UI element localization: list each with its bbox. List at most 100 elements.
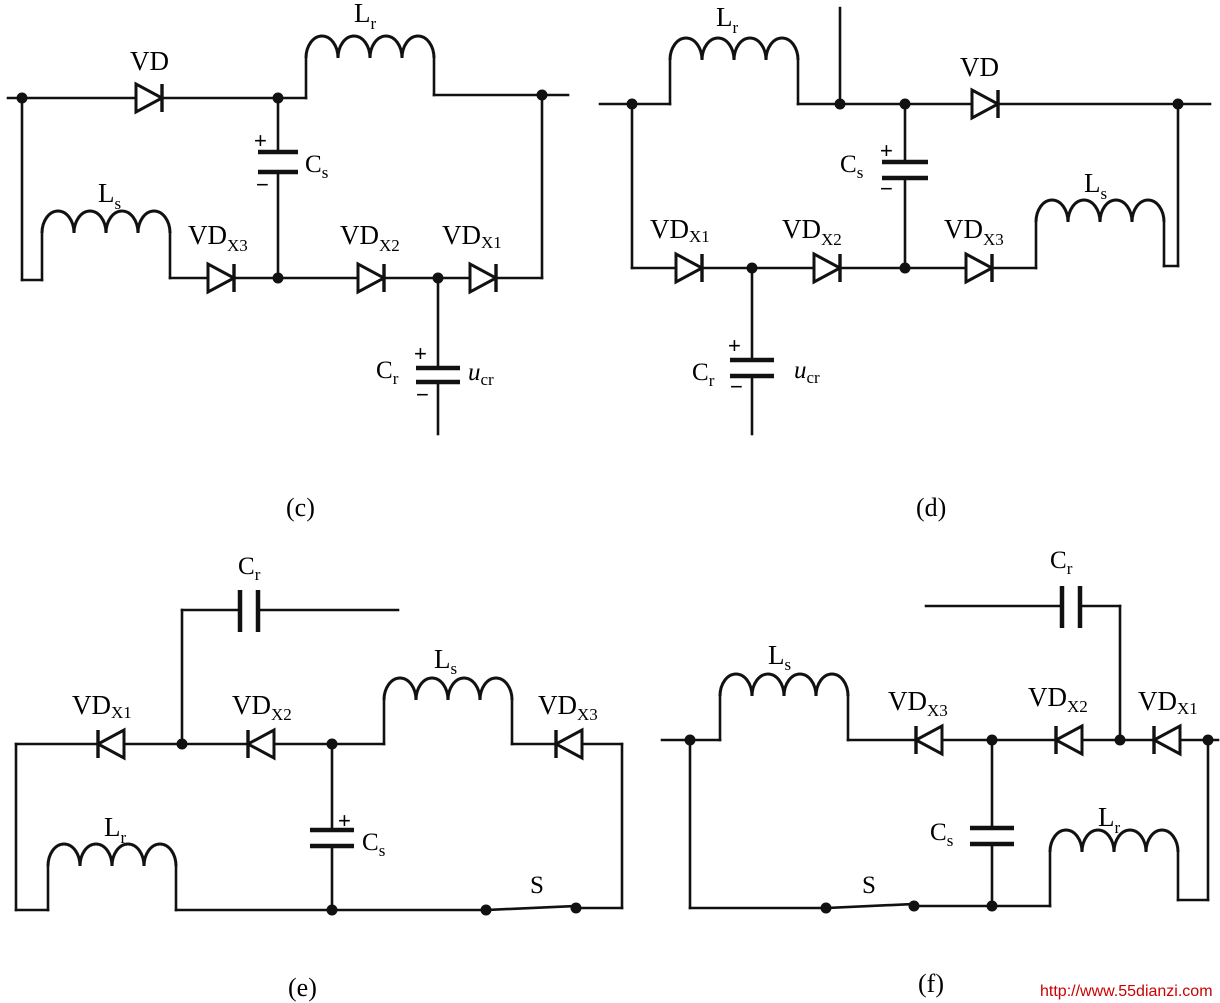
node-e-3 — [326, 904, 338, 916]
inductor-lr-c — [304, 34, 436, 59]
label-vdx1-c: VDX1 — [442, 220, 502, 252]
plus-sign-cs-c: + — [254, 128, 267, 153]
node-f-3 — [1114, 734, 1126, 746]
node-e-2 — [326, 738, 338, 750]
node-f-2 — [986, 734, 998, 746]
capacitor-cs-c — [258, 149, 298, 175]
node-d-4 — [1172, 98, 1184, 110]
minus-sign-cr-d: − — [730, 374, 743, 399]
label-cr-f: Cr — [1050, 547, 1073, 578]
node-d-2 — [834, 98, 846, 110]
label-vdx2-e: VDX2 — [232, 690, 292, 724]
node-d-1 — [626, 98, 638, 110]
node-c-3 — [536, 89, 548, 101]
label-vdx2-d: VDX2 — [782, 214, 842, 249]
inductor-lr-f — [1048, 828, 1180, 853]
label-s-f: S — [862, 872, 876, 899]
label-vdx3-e: VDX3 — [538, 690, 598, 724]
node-d-5 — [746, 262, 758, 274]
label-ls-f: Ls — [768, 640, 791, 674]
inductor-ls-f — [718, 672, 850, 697]
node-c-2 — [272, 92, 284, 104]
diode-vdx2-c — [356, 261, 388, 295]
label-ucr-c: ucr — [468, 359, 494, 389]
label-cr-d: Cr — [692, 359, 715, 390]
switch-contact-f-1 — [820, 902, 832, 914]
node-f-4 — [1202, 734, 1214, 746]
label-cs-d: Cs — [840, 151, 863, 182]
plus-sign-cr-c: + — [414, 341, 427, 366]
node-d-6 — [899, 262, 911, 274]
diode-vdx1-c — [468, 261, 500, 295]
diode-vdx3-f — [912, 723, 944, 757]
diode-vdx2-f — [1052, 723, 1084, 757]
capacitor-cs-e — [310, 827, 354, 849]
label-vd-c: VD — [130, 46, 169, 76]
capacitor-cs-d — [882, 159, 928, 181]
diode-vdx1-f — [1150, 723, 1182, 757]
label-ls-e: Ls — [434, 644, 457, 678]
label-lr-d: Lr — [716, 2, 739, 37]
inductor-ls-d — [1034, 198, 1166, 223]
inductor-ls-e — [382, 676, 514, 701]
label-lr-e: Lr — [104, 812, 127, 847]
inductor-lr-e — [46, 842, 178, 867]
capacitor-cs-f — [970, 825, 1014, 847]
switch-contact-e-2 — [570, 902, 582, 914]
plus-sign-cr-d: + — [728, 333, 741, 358]
label-ucr-d: ucr — [794, 357, 820, 387]
capacitor-cr-e — [237, 590, 261, 632]
label-vdx1-e: VDX1 — [72, 690, 132, 722]
minus-sign-cs-d: − — [880, 176, 893, 201]
wires-f — [660, 604, 1220, 910]
label-vdx2-f: VDX2 — [1028, 682, 1088, 716]
label-cs-c: Cs — [305, 151, 328, 182]
caption-f: (f) — [918, 969, 944, 998]
label-lr-c: Lr — [354, 0, 377, 33]
switch-contact-f-2 — [908, 900, 920, 912]
figure-e: Cr VDX1 VDX2 Ls VDX3 Lr + Cs S (e) — [14, 553, 624, 1002]
watermark-text: http://www.55dianzi.com — [1040, 983, 1213, 1000]
diode-vdx2-e — [244, 727, 276, 761]
label-ls-c: Ls — [98, 178, 121, 213]
plus-sign-cs-d: + — [880, 138, 893, 163]
diode-vdx3-e — [552, 727, 584, 761]
label-vdx3-d: VDX3 — [944, 214, 1004, 249]
diode-vd-c — [134, 81, 166, 115]
caption-d: (d) — [916, 493, 946, 522]
inductor-ls-c — [40, 209, 172, 234]
label-cr-e: Cr — [238, 553, 261, 584]
node-c-1 — [16, 92, 28, 104]
figure-f: Cr Ls VDX3 VDX2 VDX1 Cs Lr S (f) — [660, 547, 1220, 998]
wires-d — [598, 6, 1212, 436]
label-cr-c: Cr — [376, 357, 399, 388]
diode-vdx2-d — [812, 251, 844, 285]
diode-vdx1-e — [94, 727, 126, 761]
node-e-1 — [176, 738, 188, 750]
switch-contact-e-1 — [480, 904, 492, 916]
label-vdx3-c: VDX3 — [188, 220, 248, 255]
figure-c: Lr VD + − Cs Ls VDX3 VDX2 VDX1 + − Cr uc… — [6, 0, 570, 522]
label-vd-d: VD — [960, 52, 999, 82]
label-cs-e: Cs — [362, 829, 385, 860]
label-vdx1-d: VDX1 — [650, 214, 710, 246]
diode-vd-d — [970, 87, 1002, 121]
caption-c: (c) — [286, 493, 315, 522]
node-c-5 — [432, 272, 444, 284]
label-vdx2-c: VDX2 — [340, 220, 400, 255]
minus-sign-cs-c: − — [256, 172, 269, 197]
caption-e: (e) — [288, 973, 317, 1002]
diode-vdx3-c — [206, 261, 238, 295]
label-vdx1-f: VDX1 — [1138, 686, 1198, 718]
node-f-1 — [684, 734, 696, 746]
plus-sign-cs-e: + — [338, 808, 351, 833]
label-cs-f: Cs — [930, 819, 953, 850]
capacitor-cr-c — [416, 365, 460, 385]
node-f-5 — [986, 900, 998, 912]
minus-sign-cr-c: − — [416, 382, 429, 407]
inductor-lr-d — [668, 36, 800, 61]
wires-e — [14, 608, 624, 912]
capacitor-cr-f — [1059, 586, 1083, 628]
diode-vdx3-d — [964, 251, 996, 285]
